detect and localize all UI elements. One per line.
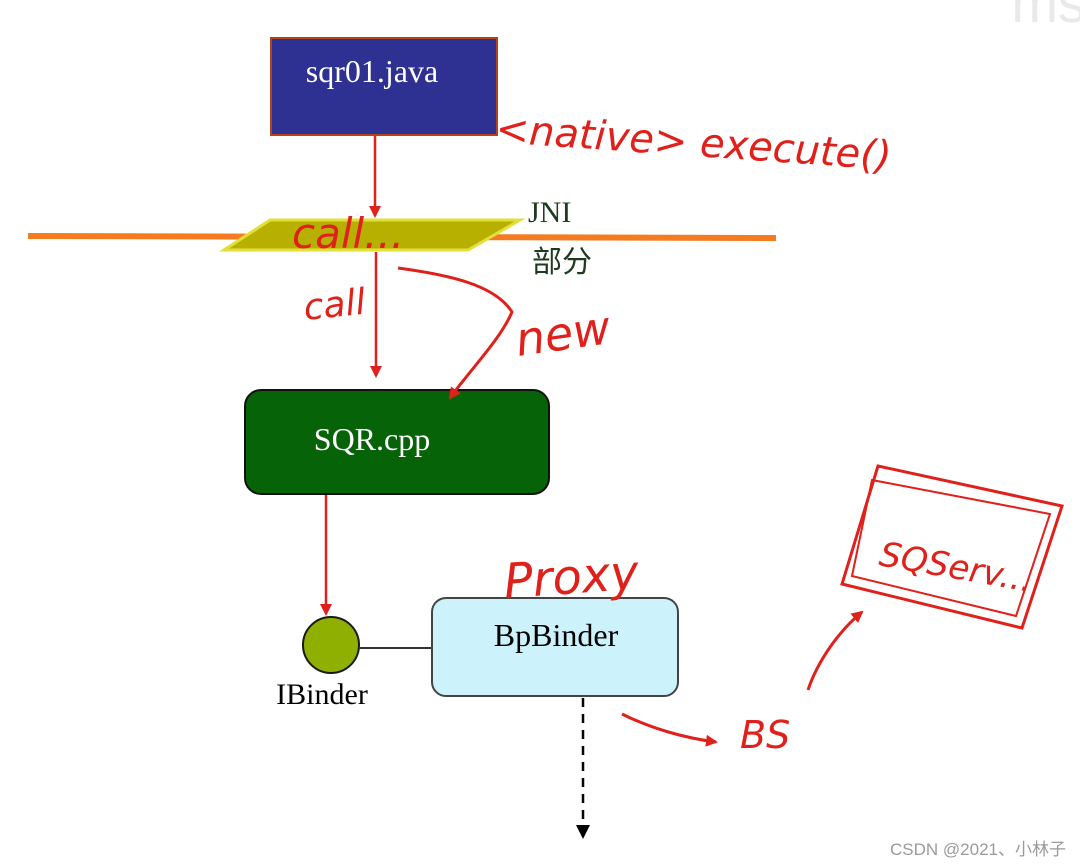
annotation-proxy: Proxy — [502, 545, 641, 610]
csdn-watermark: CSDN @2021、小林子 — [890, 840, 1066, 859]
sqservice-box-outline — [850, 478, 1052, 618]
bpbinder-box-label: BpBinder — [494, 617, 619, 653]
sqservice-box — [840, 464, 1064, 630]
annotation-bs: BS — [740, 713, 790, 757]
ibinder-circle — [302, 616, 360, 674]
jni-plate — [218, 218, 526, 252]
annotation-call: call — [302, 282, 368, 329]
annotation-new: new — [512, 300, 614, 367]
java-box — [270, 37, 498, 136]
jni-label: JNI — [528, 196, 571, 229]
corner-watermark: ms — [1011, 0, 1080, 34]
cpp-box — [244, 389, 550, 495]
new-arrow-stroke — [397, 266, 514, 400]
service-arrow-stroke — [806, 610, 864, 691]
bpbinder-box — [431, 597, 679, 697]
ibinder-label: IBinder — [276, 678, 368, 711]
cpp-box-label: SQR.cpp — [314, 421, 430, 457]
bs-arrow-stroke — [621, 712, 718, 747]
java-box-label: sqr01.java — [306, 53, 438, 89]
annotation-jni-call: call... — [292, 209, 404, 258]
jni-sublabel: 部分 — [532, 245, 592, 280]
annotation-sqservice: SQServ... — [876, 534, 1035, 600]
annotation-native-execute: <native> execute() — [494, 106, 893, 180]
